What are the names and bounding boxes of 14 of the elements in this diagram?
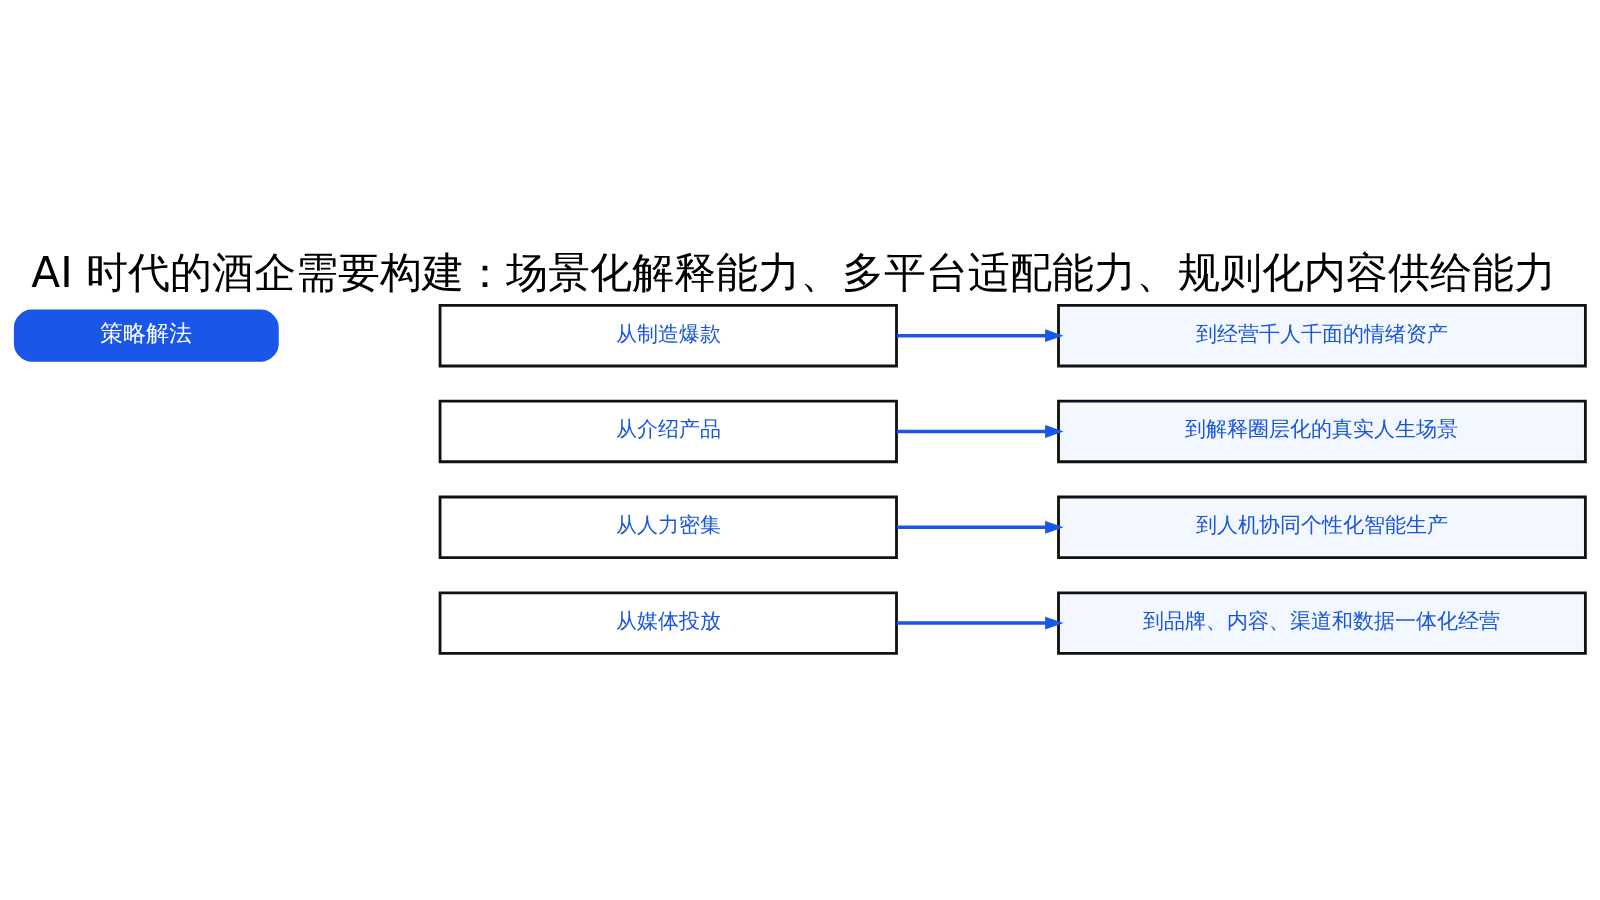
diagram-title: AI 时代的酒企需要构建：场景化解释能力、多平台适配能力、规则化内容供给能力 — [31, 247, 1557, 297]
node-box: 从介绍产品 — [438, 399, 898, 463]
arrow — [896, 328, 1064, 342]
node-box: 从人力密集 — [438, 495, 898, 559]
node-box: 到解释圈层化的真实人生场景 — [1057, 399, 1587, 463]
node-box: 从媒体投放 — [438, 590, 898, 655]
node-box: 到品牌、内容、渠道和数据一体化经营 — [1057, 590, 1587, 655]
arrow — [896, 616, 1064, 629]
arrow — [896, 520, 1064, 534]
node-box: 从制造爆款 — [438, 303, 898, 367]
node-box: 到人机协同个性化智能生产 — [1057, 495, 1587, 559]
arrow — [896, 424, 1064, 438]
node-box: 策略解法 — [13, 309, 279, 362]
node-box: 到经营千人千面的情绪资产 — [1057, 303, 1587, 367]
